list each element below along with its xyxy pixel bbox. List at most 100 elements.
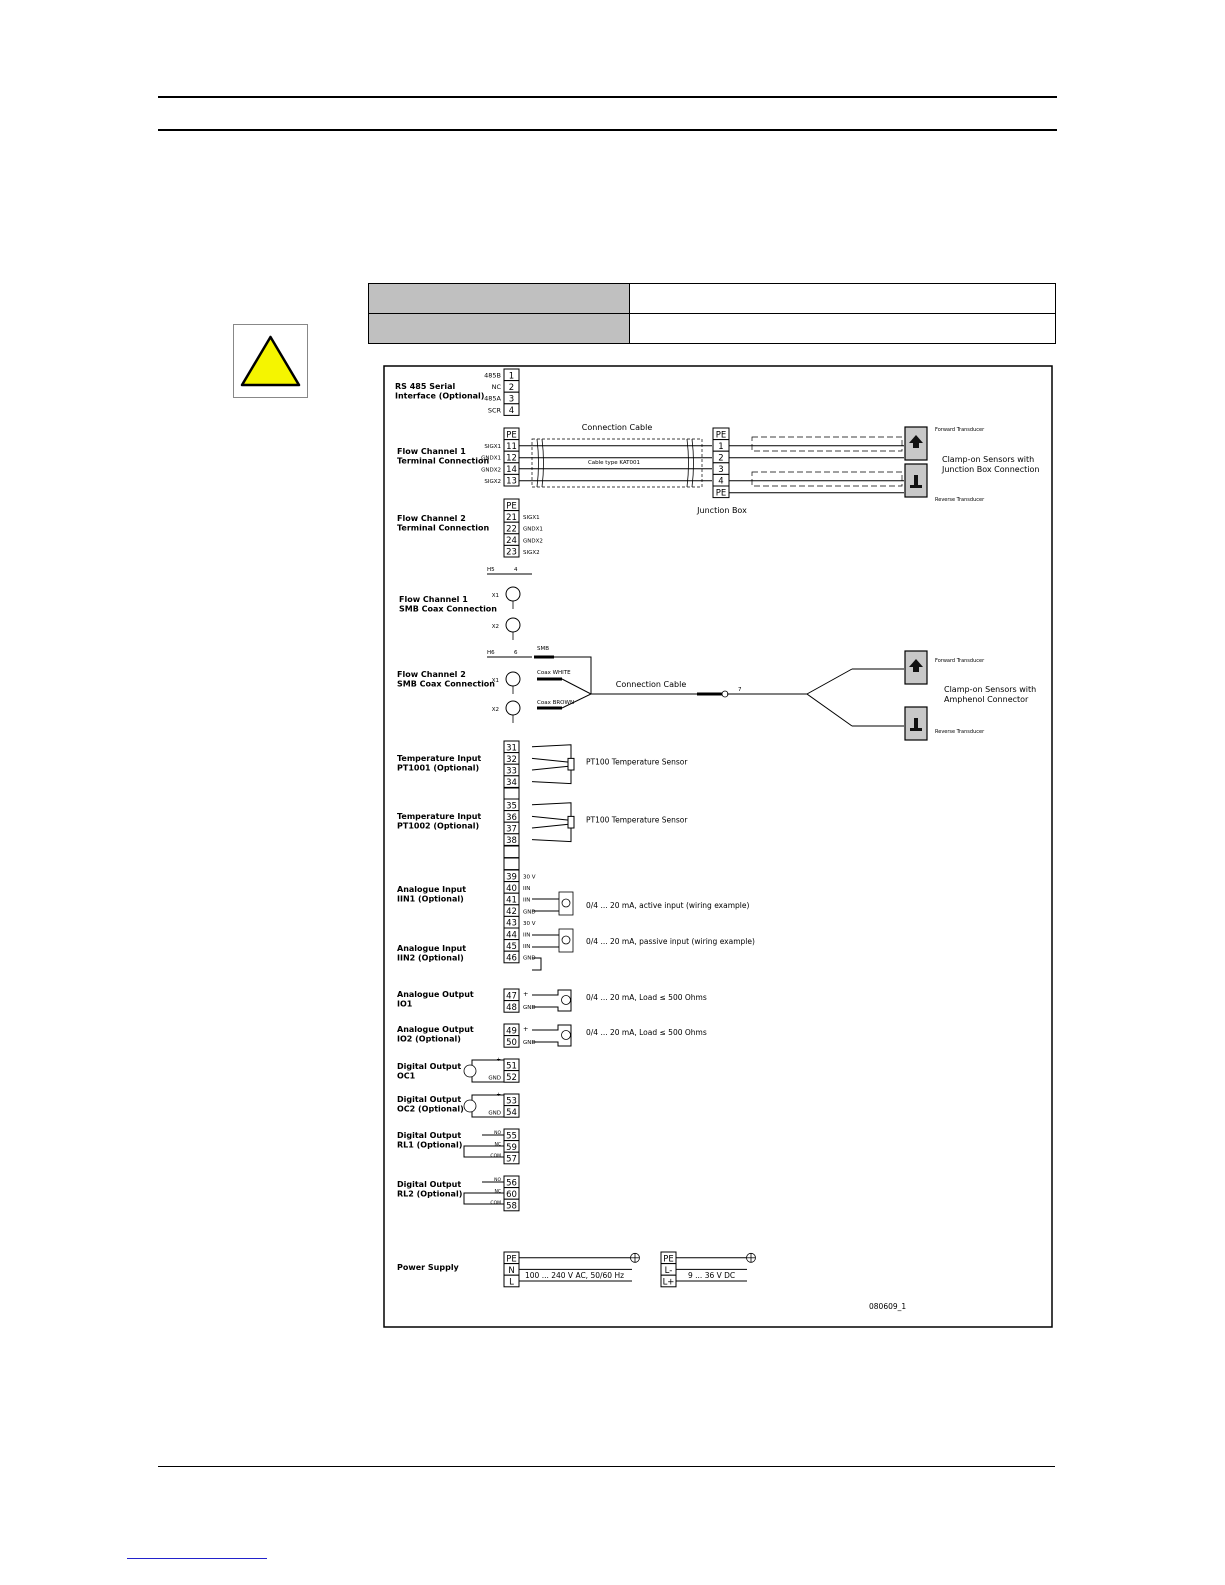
- current-source-icon: [561, 935, 571, 945]
- pt100-resistor-icon: [567, 815, 575, 829]
- junction-box-terminal: 1: [718, 442, 723, 452]
- pt100-resistor-icon: [567, 757, 575, 771]
- ain-pin-label: IIN: [523, 898, 530, 904]
- relay-terminal: 56: [506, 1178, 517, 1188]
- aout-terminal: 48: [506, 1003, 517, 1013]
- header-rule-bottom: [158, 129, 1057, 131]
- cable-shield: [531, 438, 703, 488]
- oc1-label: OC1: [397, 1072, 416, 1081]
- power-ac-label: 100 ... 240 V AC, 50/60 Hz: [525, 1271, 624, 1280]
- aout2-label: IO2 (Optional): [397, 1035, 461, 1044]
- rs485-terminal: 3: [509, 395, 514, 405]
- info-table: [368, 283, 1056, 344]
- flow1-terminal: PE: [506, 430, 517, 440]
- transistor-icon: [463, 1099, 477, 1113]
- flow2-terminal-label: Flow Channel 2: [397, 514, 466, 523]
- flow1-pin-label: SIGX1: [484, 444, 501, 450]
- aout1-label: IO1: [397, 1000, 413, 1009]
- power-dc-label: 9 ... 36 V DC: [688, 1271, 735, 1280]
- rs485-label: Interface (Optional): [395, 392, 484, 401]
- flow2-pin-label: SIGX1: [523, 515, 540, 521]
- flow1-terminal-label: Terminal Connection: [397, 457, 489, 466]
- terminal-box: [503, 1000, 520, 1013]
- power-ac-terminal: N: [508, 1266, 514, 1276]
- aout-terminal: 49: [506, 1026, 517, 1036]
- ain-pin-label: GND: [523, 909, 536, 915]
- junction-box-terminal: 3: [718, 465, 723, 475]
- cable-gland: [536, 438, 539, 488]
- ammeter-icon: [561, 1030, 571, 1040]
- ain-terminal: 42: [506, 907, 517, 917]
- relay-pin-label: COM: [490, 1153, 501, 1159]
- ain-pin-label: IIN: [523, 886, 530, 892]
- clamp-on-jb-label: Clamp-on Sensors with: [942, 455, 1034, 464]
- transducer-stem: [914, 475, 918, 485]
- relay-pin-label: NO: [494, 1177, 501, 1183]
- relay-terminal: 57: [506, 1155, 517, 1165]
- forward-transducer-label: Forward Transducer: [935, 427, 985, 433]
- relay-terminal: 59: [506, 1143, 517, 1153]
- flow2-terminal-label: Terminal Connection: [397, 524, 489, 533]
- temp2-sensor-label: PT100 Temperature Sensor: [586, 815, 688, 824]
- oc-terminal: 53: [506, 1096, 517, 1106]
- ain-terminal: 41: [506, 896, 517, 906]
- smb-x-label: X1: [492, 678, 499, 684]
- terminal-box: [503, 1035, 520, 1048]
- flow2-pin-label: GNDX1: [523, 527, 543, 533]
- oc2-label: OC2 (Optional): [397, 1105, 464, 1114]
- terminal-box: [503, 950, 520, 964]
- smb-x-label: X2: [492, 624, 499, 630]
- ain-terminal: 43: [506, 919, 517, 929]
- coax-white-label: Coax WHITE: [537, 670, 571, 676]
- aout-desc: 0/4 ... 20 mA, Load ≤ 500 Ohms: [586, 993, 707, 1002]
- temp2-terminal: 37: [506, 825, 517, 835]
- smb-label: SMB: [537, 646, 549, 652]
- power-label: Power Supply: [397, 1263, 460, 1272]
- rs485-pin-label: SCR: [488, 406, 502, 414]
- flow2-terminal: 22: [506, 525, 517, 535]
- relay-pin-label: NO: [494, 1130, 501, 1136]
- forward-transducer-label-2: Forward Transducer: [935, 658, 985, 664]
- coax-wire: [554, 656, 592, 694]
- temp2-terminal: 38: [506, 836, 517, 846]
- flow1-smb-label: SMB Coax Connection: [399, 605, 497, 614]
- ain-pin-label: 30 V: [523, 875, 536, 881]
- flow1-pin-label: GNDX1: [481, 456, 501, 462]
- ain-terminal: 40: [506, 884, 517, 894]
- rl1-label: RL1 (Optional): [397, 1141, 462, 1150]
- rl2-label: Digital Output: [397, 1180, 461, 1189]
- aout-pin-label: +: [523, 1025, 528, 1033]
- table-cell: [368, 283, 630, 314]
- clamp-on-jb-label: Junction Box Connection: [941, 465, 1039, 474]
- smb-h6-label: H6: [487, 650, 495, 656]
- cable-gland: [541, 438, 544, 488]
- temp2-wire: [531, 823, 572, 829]
- ain2-label: Analogue Input: [397, 944, 466, 953]
- oc-terminal: 54: [506, 1108, 517, 1118]
- rs485-terminal: 4: [509, 406, 514, 416]
- flow1-pin-label: SIGX2: [484, 479, 501, 485]
- smb-connector-icon: [505, 617, 521, 633]
- terminal-box: [503, 775, 520, 788]
- aout-wire: [532, 1024, 572, 1047]
- relay-terminal: 60: [506, 1190, 517, 1200]
- arrow-up-icon: [909, 435, 923, 448]
- temp2-label: Temperature Input: [397, 812, 481, 821]
- terminal-box: [503, 403, 520, 416]
- temp1-sensor-label: PT100 Temperature Sensor: [586, 757, 688, 766]
- cable-gland: [686, 438, 689, 488]
- aout-pin-label: GND: [523, 1005, 536, 1011]
- aout-pin-label: GND: [523, 1040, 536, 1046]
- flow2-terminal: 24: [506, 536, 517, 546]
- sensor-cable-shield: [751, 436, 903, 452]
- figure-id: 080609_1: [869, 1302, 906, 1311]
- rs485-pin-label: NC: [492, 383, 502, 391]
- header-rule-top: [158, 96, 1057, 98]
- ain1-label: IIN1 (Optional): [397, 895, 464, 904]
- reverse-transducer-label: Reverse Transducer: [935, 497, 985, 503]
- relay-terminal: 55: [506, 1131, 517, 1141]
- flow2-pin-label: GNDX2: [523, 538, 543, 544]
- warning-triangle-icon: [240, 335, 301, 387]
- temp2-wire: [531, 815, 572, 821]
